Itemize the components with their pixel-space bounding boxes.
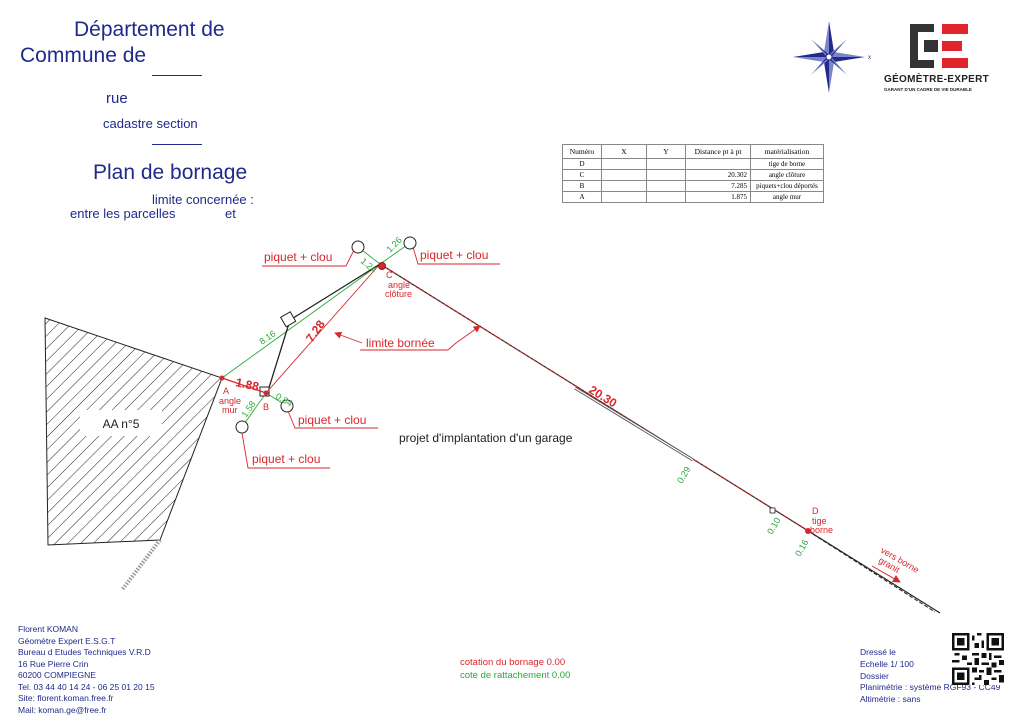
garage-outline-inner — [574, 387, 694, 461]
boundary-line-extension — [807, 530, 936, 613]
geometre-expert-logo-icon — [910, 24, 968, 68]
cartouche-echelle: Echelle 1/ 100 — [860, 658, 914, 669]
point-a-dot — [219, 375, 225, 381]
svg-text:x: x — [868, 55, 871, 61]
footer-mail[interactable]: Mail: koman.ge@free.fr — [18, 704, 107, 715]
logo-name: GÉOMÈTRE-EXPERT — [884, 74, 990, 85]
boundary-line-red — [379, 263, 809, 532]
piquet-label-1: piquet + clou — [264, 250, 332, 264]
parcelles-label: entre les parcelles — [70, 206, 176, 221]
departement-label: Département de — [74, 18, 225, 41]
project-label: projet d'implantation d'un garage — [399, 431, 573, 445]
parcel-label: AA n°5 — [103, 417, 140, 431]
table-cell-dist: 1.875 — [685, 191, 751, 203]
green-line-b-piquet4 — [241, 392, 267, 428]
plan-title: Plan de bornage — [93, 161, 248, 184]
point-d-desc1: tige — [812, 516, 827, 526]
table-cell-mat: angle clôture — [750, 169, 824, 181]
logo-tagline: GARANT D'UN CADRE DE VIE DURABLE — [884, 87, 972, 92]
cartouche-dossier: Dossier — [860, 670, 889, 681]
footer-street: 16 Rue Pierre Crin — [18, 658, 89, 669]
green-dim-010: 0.10 — [765, 516, 782, 536]
cartouche-altimetrie: Altimétrie : sans — [860, 694, 921, 705]
point-b-dot — [263, 390, 269, 396]
parcel-label-bg — [80, 410, 162, 436]
cadastre-label: cadastre section — [103, 116, 198, 131]
green-dim-126: 1.26 — [384, 235, 403, 254]
cartouche-dresse: Dressé le — [860, 647, 896, 657]
limite-label: limite concernée : — [152, 192, 254, 207]
footer-name: Florent KOMAN — [18, 624, 78, 634]
point-d-label: D — [812, 506, 819, 516]
qr-code-icon[interactable] — [952, 633, 1004, 685]
point-d-desc2: borne — [810, 525, 833, 535]
red-line-a-b — [221, 377, 267, 394]
green-dim-816: 8.16 — [257, 328, 277, 346]
small-marker — [769, 507, 776, 514]
green-dim-016: 0.16 — [793, 538, 810, 558]
compass-rose-icon: x — [793, 21, 871, 93]
dim-bc: 7.28 — [303, 317, 328, 344]
table-cell-mat: angle mur — [750, 191, 824, 203]
point-a-desc1: angle — [219, 396, 241, 406]
footer-tel: Tel. 03 44 40 14 24 - 06 25 01 20 15 — [18, 681, 155, 692]
rue-label: rue — [106, 90, 128, 107]
table-row: C 20.302 angle clôture — [562, 169, 824, 181]
piquet-callout-3 — [287, 410, 378, 429]
point-c-label: C — [386, 270, 393, 280]
commune-label: Commune de — [20, 44, 147, 67]
piquet-label-3: piquet + clou — [298, 413, 366, 427]
red-line-b-c — [265, 263, 381, 394]
vers-borne-arrow — [871, 565, 901, 583]
limite-arrow-right — [447, 325, 481, 351]
piquet-circle-3 — [280, 399, 294, 413]
point-c-desc2: clôture — [385, 289, 412, 299]
piquet-callout-1 — [262, 249, 355, 267]
commune-underline — [152, 75, 202, 76]
point-c-desc1: angle — [388, 280, 410, 290]
green-dim-029: 0.29 — [675, 465, 692, 485]
footer-contact: Florent KOMAN Géomètre Expert E.S.G.T Bu… — [18, 624, 155, 716]
green-line-a-c — [221, 263, 381, 379]
limite-bornee-label: limite bornée — [366, 336, 435, 350]
piquet-circle-1 — [351, 240, 365, 254]
parcel-wall-line — [120, 538, 162, 592]
cartouche: Dressé le Echelle 1/ 100 Dossier Planimé… — [860, 647, 1000, 706]
point-a-label: A — [223, 386, 229, 396]
legend-bornage: cotation du bornage 0.00 — [460, 657, 566, 668]
points-table: Numéro X Y Distance pt à pt matérialisat… — [562, 144, 824, 203]
legend-rattachement: cote de rattachement 0.00 — [460, 670, 571, 681]
footer-title: Géomètre Expert E.S.G.T — [18, 635, 116, 646]
piquet-label-4: piquet + clou — [252, 452, 320, 466]
et-label: et — [225, 206, 236, 221]
piquet-label-2: piquet + clou — [420, 248, 488, 262]
piquet-callout-2 — [412, 246, 500, 265]
fence-post — [279, 311, 297, 328]
piquet-circle-2 — [403, 236, 417, 250]
piquet-callout-4 — [241, 432, 330, 469]
point-a-desc2: mur — [222, 405, 238, 415]
footer-site[interactable]: Site: florent.koman.free.fr — [18, 693, 114, 703]
limite-arrow-left — [334, 331, 363, 344]
point-c-dot — [378, 262, 386, 270]
cartouche-planimetrie: Planimétrie : système RGF93 - CC49 — [860, 682, 1001, 693]
piquet-circle-4 — [235, 420, 249, 434]
point-d-dot — [805, 528, 811, 534]
cadastre-underline — [152, 144, 202, 145]
footer-city: 60200 COMPIEGNE — [18, 670, 96, 680]
footer-bureau: Bureau d Etudes Techniques V.R.D — [18, 647, 151, 657]
table-row: A 1.875 angle mur — [562, 191, 824, 203]
dim-ab: 1.88 — [234, 375, 260, 394]
point-b-label: B — [263, 402, 269, 412]
